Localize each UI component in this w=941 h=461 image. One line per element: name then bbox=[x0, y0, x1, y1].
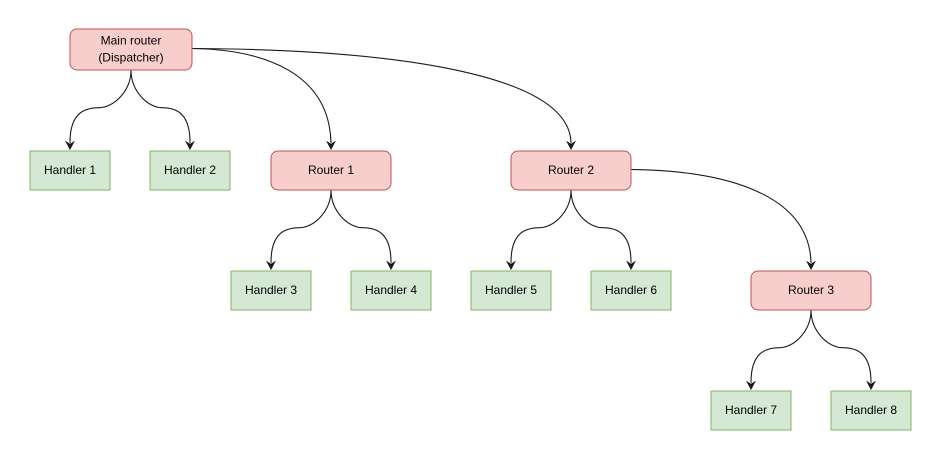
edge-line bbox=[570, 189, 632, 264]
edge-line bbox=[750, 309, 812, 384]
node-label: Handler 7 bbox=[725, 403, 777, 417]
node-label: Router 2 bbox=[548, 163, 594, 177]
node-handler-3[interactable]: Handler 3 bbox=[230, 270, 312, 311]
node-label: Handler 4 bbox=[365, 283, 417, 297]
node-label-line1: Main router bbox=[101, 34, 162, 48]
edge-router-1-to-handler-4 bbox=[330, 189, 396, 271]
arrowhead-icon bbox=[626, 260, 636, 271]
arrowhead-icon bbox=[386, 260, 396, 271]
arrowhead-icon bbox=[185, 140, 195, 151]
arrowhead-icon bbox=[566, 140, 576, 151]
node-handler-2[interactable]: Handler 2 bbox=[149, 150, 231, 191]
node-handler-1[interactable]: Handler 1 bbox=[29, 150, 111, 191]
edge-main-router-to-handler-1 bbox=[65, 69, 132, 151]
node-label: Handler 3 bbox=[245, 283, 297, 297]
node-label-line2: (Dispatcher) bbox=[98, 51, 163, 65]
router-box[interactable] bbox=[69, 28, 193, 71]
handler-box[interactable] bbox=[230, 270, 312, 311]
edge-layer bbox=[65, 47, 876, 391]
edge-router-2-to-handler-5 bbox=[506, 189, 572, 271]
node-label: Handler 1 bbox=[44, 163, 96, 177]
edge-line bbox=[191, 47, 332, 144]
arrowhead-icon bbox=[746, 380, 756, 391]
edge-line bbox=[69, 69, 132, 144]
handler-box[interactable] bbox=[350, 270, 432, 311]
arrowhead-icon bbox=[506, 260, 516, 271]
handler-box[interactable] bbox=[470, 270, 552, 311]
arrowhead-icon bbox=[266, 260, 276, 271]
node-layer: Main router (Dispatcher) Handler 1 Handler … bbox=[29, 28, 912, 431]
arrowhead-icon bbox=[326, 140, 336, 151]
handler-box[interactable] bbox=[590, 270, 672, 311]
node-label: Handler 8 bbox=[845, 403, 897, 417]
handler-box[interactable] bbox=[29, 150, 111, 191]
node-router-2[interactable]: Router 2 bbox=[510, 150, 632, 191]
arrowhead-icon bbox=[65, 140, 75, 151]
node-label: Handler 6 bbox=[605, 283, 657, 297]
edge-router-1-to-handler-3 bbox=[266, 189, 332, 271]
edge-router-3-to-handler-7 bbox=[746, 309, 812, 391]
node-label: Router 1 bbox=[308, 163, 354, 177]
handler-box[interactable] bbox=[830, 390, 912, 431]
edge-router-2-to-router-3 bbox=[630, 168, 816, 271]
router-box[interactable] bbox=[750, 270, 872, 311]
node-handler-7[interactable]: Handler 7 bbox=[710, 390, 792, 431]
edge-line bbox=[810, 309, 872, 384]
edge-line bbox=[630, 168, 812, 264]
node-router-1[interactable]: Router 1 bbox=[270, 150, 392, 191]
handler-box[interactable] bbox=[149, 150, 231, 191]
edge-line bbox=[191, 47, 572, 144]
edge-router-3-to-handler-8 bbox=[810, 309, 876, 391]
arrowhead-icon bbox=[806, 260, 816, 271]
handler-box[interactable] bbox=[710, 390, 792, 431]
edge-line bbox=[270, 189, 332, 264]
arrowhead-icon bbox=[866, 380, 876, 391]
edge-router-2-to-handler-6 bbox=[570, 189, 636, 271]
node-main-router[interactable]: Main router (Dispatcher) bbox=[69, 28, 193, 71]
router-box[interactable] bbox=[270, 150, 392, 191]
edge-line bbox=[330, 189, 392, 264]
edge-line bbox=[130, 69, 191, 144]
node-label: Handler 5 bbox=[485, 283, 537, 297]
node-label: Router 3 bbox=[788, 283, 834, 297]
edge-main-router-to-router-1 bbox=[191, 47, 336, 151]
node-router-3[interactable]: Router 3 bbox=[750, 270, 872, 311]
edge-main-router-to-handler-2 bbox=[130, 69, 195, 151]
node-label: Handler 2 bbox=[164, 163, 216, 177]
node-handler-8[interactable]: Handler 8 bbox=[830, 390, 912, 431]
node-handler-5[interactable]: Handler 5 bbox=[470, 270, 552, 311]
node-handler-4[interactable]: Handler 4 bbox=[350, 270, 432, 311]
edge-line bbox=[510, 189, 572, 264]
router-box[interactable] bbox=[510, 150, 632, 191]
edge-main-router-to-router-2 bbox=[191, 47, 576, 151]
node-handler-6[interactable]: Handler 6 bbox=[590, 270, 672, 311]
